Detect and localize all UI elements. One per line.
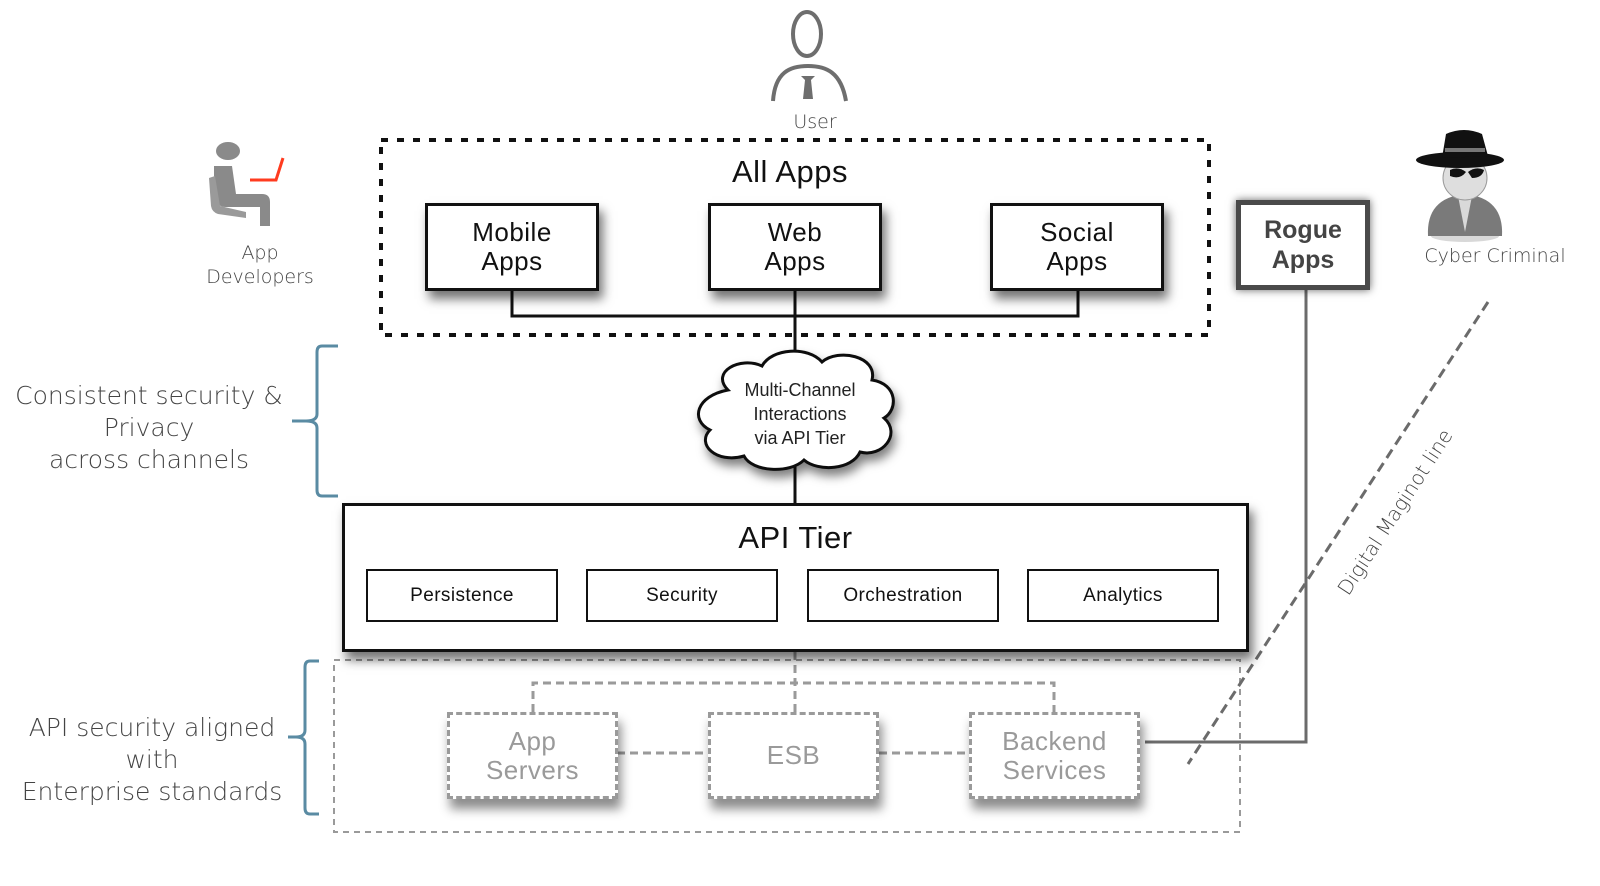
app-servers-box[interactable]: App Servers bbox=[447, 712, 618, 799]
persistence-box[interactable]: Persistence bbox=[366, 569, 558, 622]
cloud-label: Multi-Channel Interactions via API Tier bbox=[744, 380, 856, 448]
esb-box[interactable]: ESB bbox=[708, 712, 879, 799]
user-icon bbox=[771, 10, 848, 102]
backend-services-box[interactable]: Backend Services bbox=[969, 712, 1140, 799]
backend-top-connector bbox=[531, 681, 1056, 712]
mobile-apps-box[interactable]: Mobile Apps bbox=[425, 203, 599, 291]
user-label: User bbox=[793, 111, 837, 133]
enterprise-boundary bbox=[333, 659, 1241, 833]
developer-at-laptop-icon bbox=[209, 142, 285, 226]
rogue-apps-box[interactable]: Rogue Apps bbox=[1236, 200, 1370, 290]
security-box[interactable]: Security bbox=[586, 569, 778, 622]
cloud-shape bbox=[697, 349, 895, 471]
enterprise-annotation: API security aligned with Enterprise sta… bbox=[21, 713, 283, 806]
orchestration-box[interactable]: Orchestration bbox=[807, 569, 999, 622]
analytics-box[interactable]: Analytics bbox=[1027, 569, 1219, 622]
enterprise-bracket bbox=[288, 659, 319, 816]
social-apps-box[interactable]: Social Apps bbox=[990, 203, 1164, 291]
rogue-apps-connector bbox=[1145, 288, 1308, 744]
maginot-line bbox=[1186, 301, 1490, 765]
web-apps-box[interactable]: Web Apps bbox=[708, 203, 882, 291]
channels-annotation: Consistent security & Privacy across cha… bbox=[15, 381, 283, 474]
api-tier-title: API Tier bbox=[738, 520, 853, 555]
spy-hat-icon bbox=[1416, 130, 1504, 242]
all-apps-title: All Apps bbox=[731, 154, 848, 189]
developers-label: App Developers bbox=[206, 242, 314, 288]
cyber-criminal-label: Cyber Criminal bbox=[1424, 245, 1566, 267]
channels-bracket bbox=[292, 344, 338, 498]
